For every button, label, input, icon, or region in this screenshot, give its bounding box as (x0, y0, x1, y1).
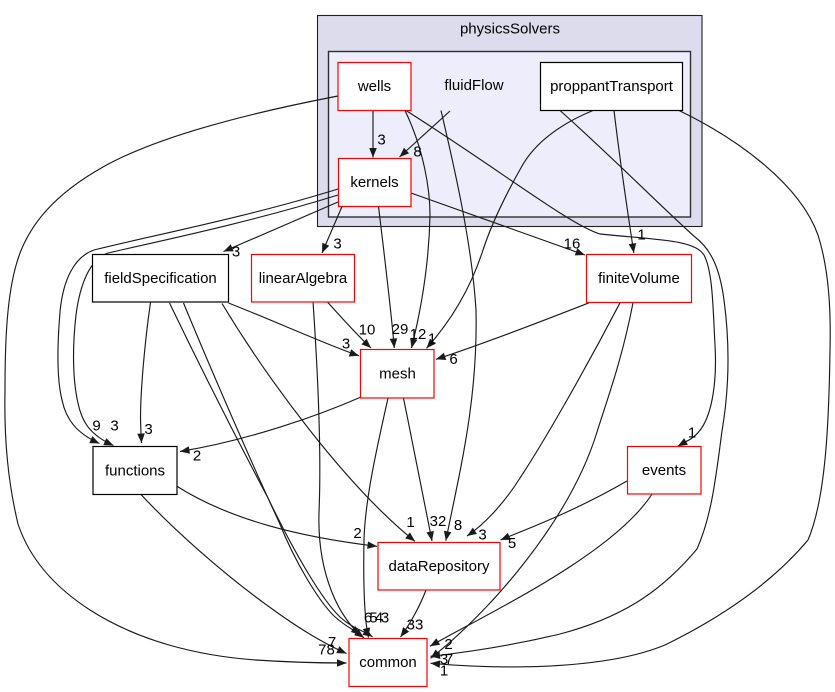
svg-text:7: 7 (328, 634, 336, 651)
svg-text:32: 32 (430, 513, 447, 530)
svg-text:4: 4 (375, 610, 383, 627)
svg-text:3: 3 (232, 244, 240, 261)
svg-text:wells: wells (357, 78, 391, 95)
svg-text:1: 1 (440, 663, 448, 680)
svg-text:3: 3 (110, 418, 118, 435)
svg-text:6: 6 (364, 610, 372, 627)
svg-text:3: 3 (478, 527, 486, 544)
svg-text:kernels: kernels (350, 174, 398, 191)
svg-text:7: 7 (445, 651, 453, 668)
svg-text:dataRepository: dataRepository (389, 558, 490, 575)
svg-text:8: 8 (413, 144, 421, 161)
svg-text:5: 5 (369, 610, 377, 627)
svg-text:fluidFlow: fluidFlow (444, 77, 503, 94)
svg-text:mesh: mesh (379, 366, 416, 383)
svg-text:linearAlgebra: linearAlgebra (259, 270, 348, 287)
svg-text:5: 5 (508, 535, 516, 552)
svg-text:78: 78 (318, 642, 335, 659)
svg-text:fieldSpecification: fieldSpecification (104, 270, 217, 287)
svg-text:events: events (642, 462, 686, 479)
svg-text:2: 2 (444, 636, 452, 653)
svg-text:8: 8 (454, 517, 462, 534)
svg-text:33: 33 (407, 617, 424, 634)
svg-text:1: 1 (428, 331, 436, 348)
svg-text:9: 9 (92, 418, 100, 435)
svg-text:3: 3 (333, 235, 341, 252)
svg-text:2: 2 (353, 525, 361, 542)
svg-text:3: 3 (381, 610, 389, 627)
svg-text:2: 2 (193, 448, 201, 465)
svg-text:16: 16 (564, 236, 581, 253)
svg-text:proppantTransport: proppantTransport (550, 78, 674, 95)
svg-text:3: 3 (440, 651, 448, 668)
svg-text:10: 10 (359, 322, 376, 339)
svg-text:physicsSolvers: physicsSolvers (460, 21, 560, 38)
svg-text:6: 6 (449, 351, 457, 368)
svg-text:functions: functions (105, 463, 165, 480)
svg-text:29: 29 (392, 321, 409, 338)
svg-text:3: 3 (144, 421, 152, 438)
svg-text:3: 3 (377, 132, 385, 149)
svg-text:common: common (359, 654, 417, 671)
svg-text:1: 1 (637, 227, 645, 244)
svg-text:1: 1 (406, 514, 414, 531)
svg-text:finiteVolume: finiteVolume (598, 270, 680, 287)
svg-text:12: 12 (410, 326, 427, 343)
svg-text:3: 3 (342, 336, 350, 353)
svg-text:1: 1 (688, 425, 696, 442)
